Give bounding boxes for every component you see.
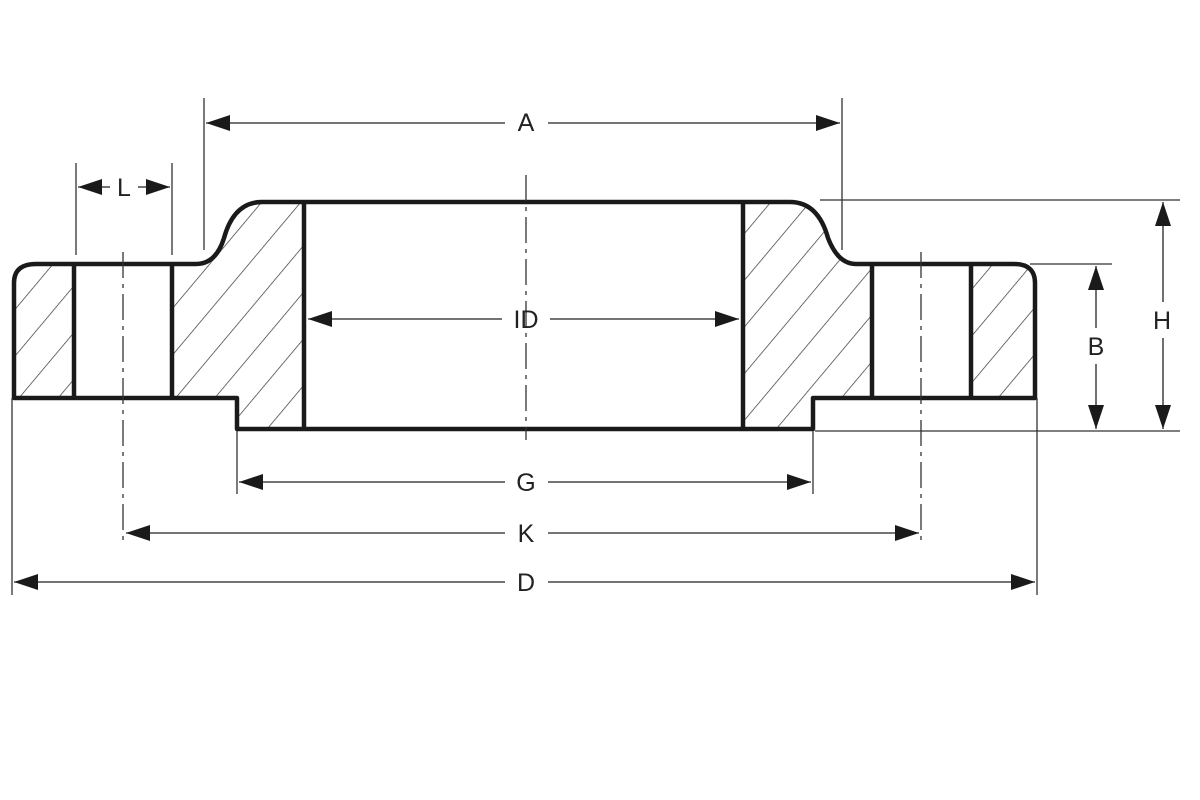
center-lines — [122, 175, 922, 545]
dimension-lines — [14, 115, 1171, 590]
dimension-labels: A L ID H B G K D — [117, 109, 1171, 597]
label-B: B — [1088, 333, 1105, 361]
label-L: L — [117, 174, 131, 202]
outer-profile — [11, 199, 1038, 432]
left-rim-section — [14, 264, 74, 398]
right-hub-section — [743, 202, 872, 429]
right-rim-section — [971, 264, 1035, 398]
label-G: G — [516, 469, 535, 497]
left-hub-section — [172, 202, 304, 429]
label-ID: ID — [514, 306, 539, 334]
label-H: H — [1153, 307, 1171, 335]
label-K: K — [518, 520, 535, 548]
label-D: D — [517, 569, 535, 597]
extension-lines — [11, 98, 1180, 595]
flange-outline — [11, 199, 1038, 432]
label-A: A — [518, 109, 535, 137]
